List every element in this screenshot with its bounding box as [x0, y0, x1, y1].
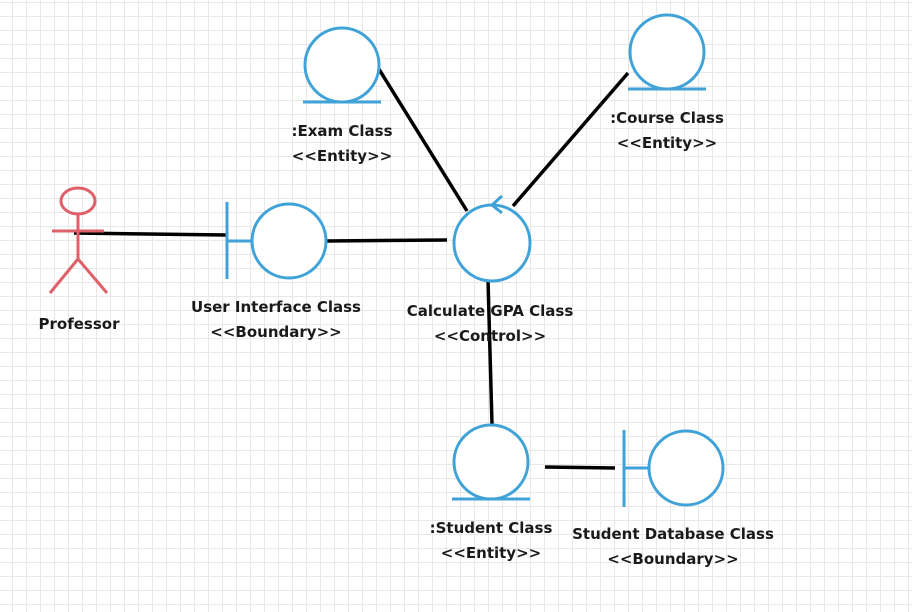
course-entity-icon[interactable] [628, 13, 706, 91]
professor-actor-icon[interactable] [48, 186, 109, 294]
professor-name: Professor [38, 315, 120, 333]
ui-label: User Interface Class <<Boundary>> [191, 295, 361, 345]
student-name: :Student Class [429, 519, 553, 537]
link-exam-gpa[interactable] [375, 65, 469, 212]
exam-stereotype: <<Entity>> [291, 147, 393, 165]
exam-label: :Exam Class <<Entity>> [291, 119, 392, 169]
exam-entity-icon[interactable] [303, 26, 381, 104]
course-label: :Course Class <<Entity>> [610, 106, 724, 156]
student-db-stereotype: <<Boundary>> [607, 550, 739, 568]
student-label: :Student Class <<Entity>> [430, 516, 553, 566]
student-stereotype: <<Entity>> [440, 544, 542, 562]
link-professor-ui[interactable] [73, 231, 227, 237]
gpa-label: Calculate GPA Class <<Control>> [407, 299, 574, 349]
student-db-boundary-icon[interactable] [622, 429, 725, 507]
link-student-db[interactable] [544, 465, 616, 470]
link-ui-gpa[interactable] [325, 238, 448, 243]
gpa-stereotype: <<Control>> [433, 327, 547, 345]
student-db-name: Student Database Class [572, 525, 774, 543]
ui-stereotype: <<Boundary>> [210, 323, 342, 341]
professor-label: Professor [39, 312, 120, 337]
link-course-gpa[interactable] [511, 71, 630, 208]
gpa-name: Calculate GPA Class [406, 302, 574, 320]
course-name: :Course Class [610, 109, 724, 127]
link-gpa-student[interactable] [486, 279, 494, 425]
exam-name: :Exam Class [291, 122, 393, 140]
ui-name: User Interface Class [191, 298, 361, 316]
ui-boundary-icon[interactable] [225, 202, 328, 280]
student-entity-icon[interactable] [452, 423, 530, 501]
student-db-label: Student Database Class <<Boundary>> [572, 522, 774, 572]
gpa-control-icon[interactable] [452, 194, 532, 283]
course-stereotype: <<Entity>> [616, 134, 718, 152]
